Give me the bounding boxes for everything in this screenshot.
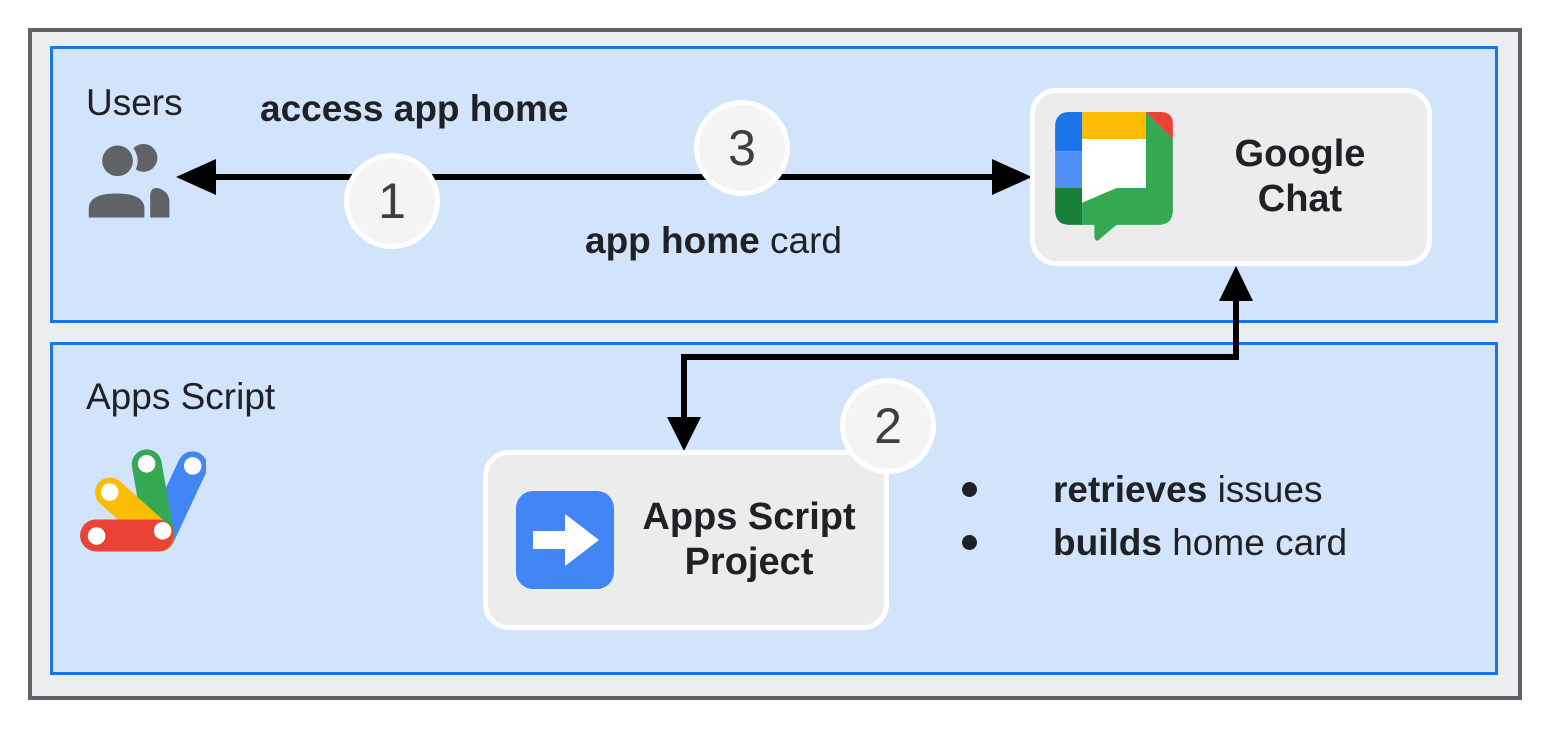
apps-script-project-label-line2: Project	[684, 541, 814, 583]
edge-label-card-bold: app home	[585, 220, 760, 261]
edge-label-access-bold: access app home	[260, 88, 569, 129]
step-circle-3: 3	[694, 100, 790, 196]
users-section-label: Users	[86, 82, 183, 123]
edge-label-access-app-home: access app home	[260, 88, 568, 130]
apps-script-project-node: Apps Script Project	[483, 450, 889, 630]
apps-script-logo	[80, 449, 206, 552]
google-chat-label-line2: Chat	[1257, 178, 1343, 220]
edge-label-app-home-card: app home card	[585, 220, 842, 262]
google-chat-label-line1: Google	[1234, 133, 1366, 175]
bullet-text-retrieves: retrieves issues	[1053, 468, 1322, 512]
bullet-builds-regular: home card	[1161, 522, 1348, 563]
bullet-text-builds: builds home card	[1053, 521, 1347, 565]
bullet-builds-bold: builds	[1053, 522, 1162, 563]
google-chat-logo	[1055, 112, 1173, 241]
apps-script-rivet-dot	[153, 522, 172, 540]
apps-script-section-label: Apps Script	[86, 376, 276, 417]
apps-script-project-label: Apps Script Project	[614, 495, 884, 585]
google-chat-node: Google Chat	[1030, 88, 1432, 266]
bullet-retrieves-regular: issues	[1207, 469, 1323, 510]
apps-script-project-label-line1: Apps Script	[642, 496, 856, 538]
arrow-right-icon	[516, 491, 614, 589]
list-item: builds home card	[962, 521, 1347, 574]
users-icon	[88, 140, 170, 218]
bullet-dot	[962, 482, 977, 497]
google-chat-label: Google Chat	[1173, 132, 1427, 222]
bullet-dot	[962, 535, 977, 550]
project-actions-list: retrieves issues builds home card	[962, 468, 1347, 574]
bullet-retrieves-bold: retrieves	[1053, 469, 1208, 510]
step-circle-1: 1	[344, 153, 440, 249]
apps-script-bar-red	[80, 519, 174, 552]
step-circle-2: 2	[840, 378, 936, 474]
list-item: retrieves issues	[962, 468, 1347, 521]
edge-label-card-regular: card	[759, 220, 843, 261]
